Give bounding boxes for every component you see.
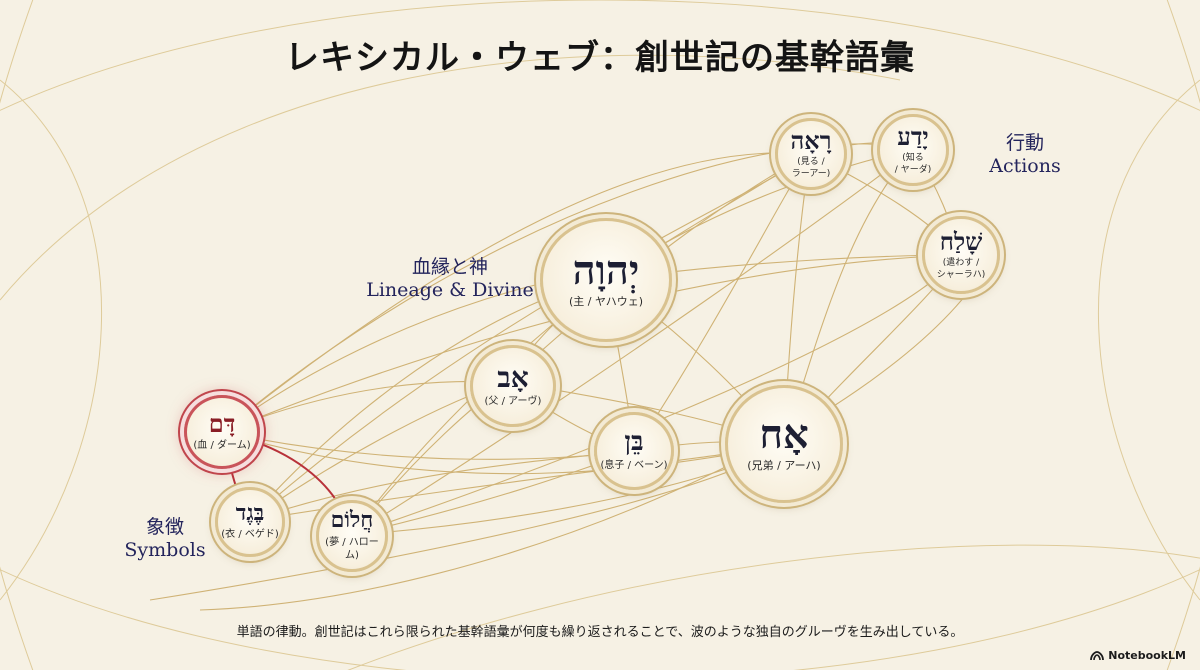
hebrew-word: דָּם (208, 409, 236, 439)
group-label-symbols: 象徴 Symbols (110, 512, 220, 561)
word-node-av[interactable]: אָב (父 / アーヴ) (470, 345, 556, 427)
word-node-dam[interactable]: דָּם (血 / ダーム) (184, 395, 260, 469)
gloss: (主 / ヤハウェ) (568, 295, 644, 309)
page-title: レキシカル・ウェブ：創世記の基幹語彙 (285, 38, 915, 78)
gloss: (遣わす / シャーラハ) (936, 257, 986, 281)
group-label-lineage-jp: 血縁と神 (411, 256, 488, 278)
hebrew-word: חֲלוֹם (330, 507, 374, 534)
word-node-ben[interactable]: בֵּן (息子 / ベーン) (594, 412, 674, 490)
hebrew-word: אָב (497, 361, 529, 395)
brand-logo: NotebookLM (1090, 649, 1186, 662)
group-label-lineage: 血縁と神 Lineage & Divine (350, 252, 550, 301)
word-node-yhwh[interactable]: יְהוָה (主 / ヤハウェ) (540, 218, 672, 342)
group-label-actions: 行動 Actions (970, 128, 1080, 177)
hebrew-word: אָח (759, 411, 809, 459)
group-label-lineage-en: Lineage & Divine (366, 279, 534, 301)
gloss: (息子 / ベーン) (600, 460, 668, 472)
hebrew-word: יָדַע (897, 121, 929, 151)
word-node-beged[interactable]: בֶּגֶד (衣 / ベゲド) (215, 487, 285, 557)
group-label-actions-en: Actions (989, 155, 1061, 177)
gloss: (見る / ラーアー) (791, 156, 831, 180)
hebrew-word: בֵּן (624, 427, 644, 458)
gloss: (夢 / ハローム) (325, 536, 379, 562)
word-node-chalom[interactable]: חֲלוֹם (夢 / ハローム) (316, 500, 388, 572)
word-node-shalach[interactable]: שָׁלַח (遣わす / シャーラハ) (922, 216, 1000, 294)
word-node-ach[interactable]: אָח (兄弟 / アーハ) (725, 385, 843, 503)
hebrew-word: שָׁלַח (939, 226, 983, 256)
word-node-yada[interactable]: יָדַע (知る / ヤーダ) (877, 114, 949, 186)
gloss: (父 / アーヴ) (484, 396, 542, 408)
group-label-symbols-en: Symbols (124, 539, 206, 561)
hebrew-word: רָאָה (790, 125, 832, 155)
gloss: (衣 / ベゲド) (221, 529, 279, 541)
caption: 単語の律動。創世記はこれら限られた基幹語彙が何度も繰り返されることで、波のような… (236, 625, 964, 640)
group-label-actions-jp: 行動 (1005, 132, 1044, 154)
brand-name: NotebookLM (1108, 649, 1186, 662)
gloss: (知る / ヤーダ) (894, 152, 932, 176)
notebooklm-icon (1090, 650, 1105, 660)
hebrew-word: יְהוָה (572, 247, 640, 295)
hebrew-word: בֶּגֶד (235, 500, 265, 527)
gloss: (兄弟 / アーハ) (747, 459, 821, 473)
gloss: (血 / ダーム) (193, 440, 251, 452)
word-node-raah[interactable]: רָאָה (見る / ラーアー) (775, 118, 847, 190)
group-label-symbols-jp: 象徴 (145, 516, 184, 538)
